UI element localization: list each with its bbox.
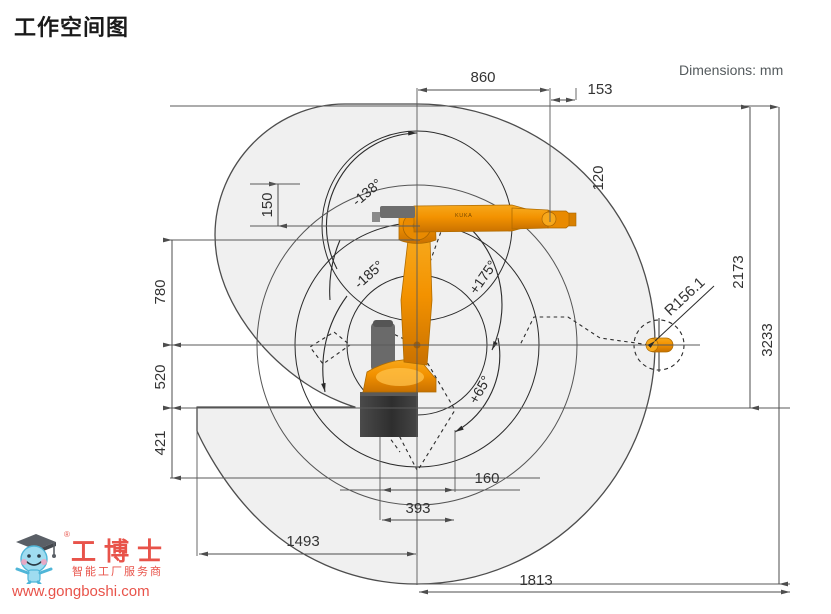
- robot-brand-label: KUKA: [455, 213, 472, 219]
- page-title: 工作空间图: [14, 15, 130, 40]
- dimension-1493: 1493: [199, 533, 416, 557]
- robot-arm: KUKA: [360, 204, 577, 437]
- dimension-421: 421: [152, 405, 181, 481]
- arc-neg185b: [329, 239, 341, 301]
- mascot-icon: [15, 534, 56, 584]
- watermark-logo: ® 工博士 智能工厂服务商 www.gongboshi.com: [8, 526, 178, 608]
- dimension-3233-label: 3233: [759, 323, 776, 356]
- angle-arcs: [321, 130, 503, 433]
- units-note: Dimensions: mm: [679, 62, 784, 78]
- dimension-393-label: 393: [405, 500, 430, 517]
- dimension-2173: 2173: [730, 104, 759, 411]
- dimension-421-label: 421: [152, 430, 169, 455]
- robot-flange: [568, 212, 577, 227]
- dimension-393: 393: [382, 500, 454, 523]
- dimension-780-label: 780: [152, 279, 169, 304]
- dimension-160-label: 160: [474, 470, 499, 487]
- dimension-860: 860: [418, 69, 549, 93]
- dimension-520: 520: [152, 342, 181, 411]
- registered-mark: ®: [64, 530, 70, 539]
- robot-pedestal: [360, 392, 418, 437]
- arc-neg138: [325, 130, 418, 270]
- dimension-1493-label: 1493: [286, 533, 319, 550]
- dimension-780: 780: [152, 237, 181, 348]
- dimension-160: 160: [340, 470, 520, 493]
- watermark-subtitle: 智能工厂服务商: [72, 566, 163, 578]
- dimension-r156: R156.1: [647, 274, 715, 348]
- dimension-520-label: 520: [152, 364, 169, 389]
- dimension-120: 120: [590, 165, 607, 190]
- watermark-url: www.gongboshi.com: [12, 583, 150, 600]
- robot-cable-block: [380, 206, 415, 218]
- arc-pos65: [454, 337, 501, 433]
- dimension-150: 150: [250, 181, 300, 229]
- dimension-3233: 3233: [759, 104, 788, 587]
- dimension-150-label: 150: [259, 192, 276, 217]
- dimension-1813: 1813: [419, 572, 790, 595]
- arc-neg185: [321, 295, 348, 393]
- watermark-brand: 工博士: [71, 538, 171, 566]
- dimension-2173-label: 2173: [730, 255, 747, 288]
- robot-motor: [371, 323, 395, 371]
- dimension-120-label: 120: [590, 165, 607, 190]
- dimension-1813-label: 1813: [519, 572, 552, 589]
- dimension-153-label: 153: [587, 81, 612, 98]
- dimension-153: 153: [551, 81, 613, 103]
- dimension-860-label: 860: [470, 69, 495, 86]
